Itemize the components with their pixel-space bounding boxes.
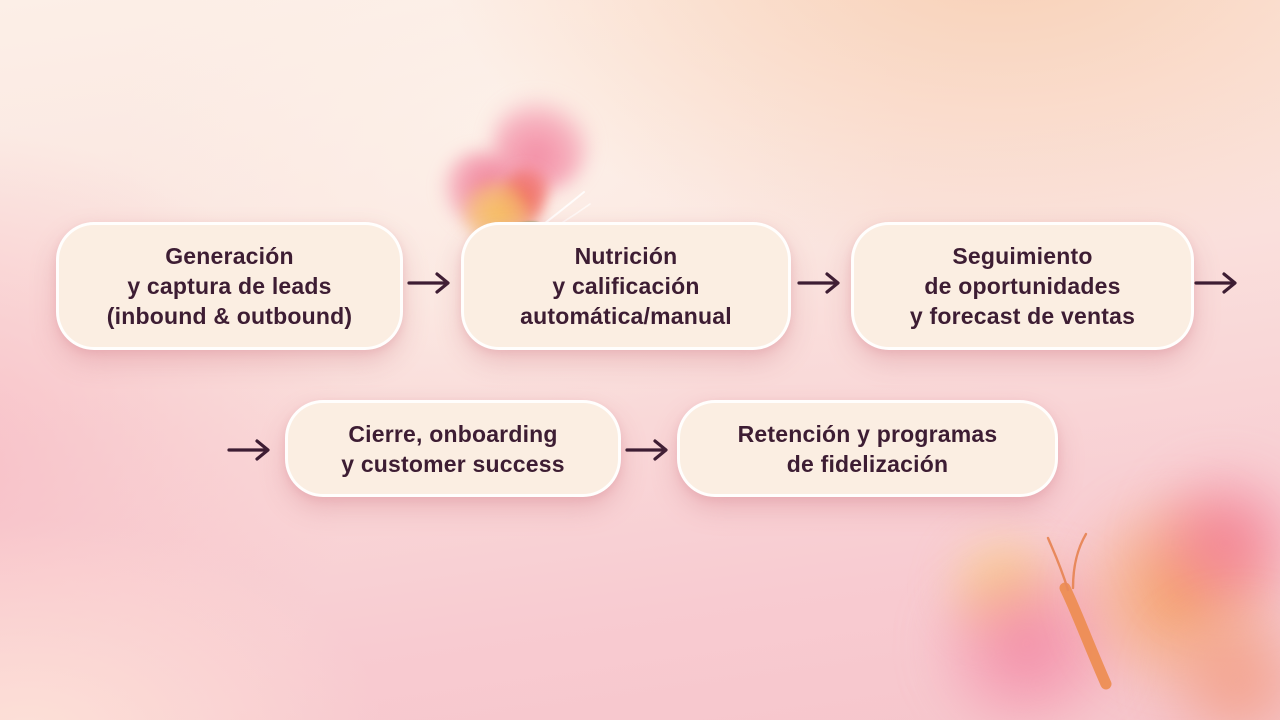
butterfly-bottom-icon — [893, 463, 1280, 720]
butterfly-wing-shape — [440, 151, 520, 229]
butterfly-body-shape — [1046, 532, 1112, 690]
flow-step-text-line: y forecast de ventas — [909, 303, 1136, 329]
flow-step-text-line: y customer success — [341, 450, 565, 477]
butterfly-wing-shape — [934, 530, 1074, 648]
flow-step-opportunity-tracking: Seguimiento de oportunidades y forecast … — [851, 222, 1194, 350]
flow-step-text-line: y calificación — [552, 273, 700, 299]
arrow-right-icon — [625, 437, 673, 463]
butterfly-wing-shape — [1145, 613, 1280, 720]
flow-step-text-line: de fidelización — [786, 450, 949, 477]
butterfly-wing-shape — [893, 536, 1162, 720]
flow-step-text-line: Retención y programas — [737, 420, 998, 447]
flow-step-text-line: (inbound & outbound) — [106, 303, 353, 329]
flow-step-lead-generation: Generación y captura de leads (inbound &… — [56, 222, 403, 350]
flow-step-text-line: Nutrición — [574, 243, 678, 269]
butterfly-wing-shape — [492, 93, 590, 191]
arrow-right-icon — [797, 270, 845, 296]
flow-step-text-line: de oportunidades — [924, 273, 1121, 299]
butterfly-wing-shape — [1140, 463, 1280, 623]
flow-step-text-line: automática/manual — [520, 303, 732, 329]
flow-step-text-line: Seguimiento — [952, 243, 1093, 269]
flow-step-retention-loyalty: Retención y programas de fidelización — [677, 400, 1058, 497]
flow-step-text-line: Cierre, onboarding — [348, 420, 558, 447]
arrow-right-icon — [227, 437, 275, 463]
arrow-right-icon — [407, 270, 455, 296]
flow-step-text-line: Generación — [165, 243, 294, 269]
flow-step-text-line: y captura de leads — [127, 273, 332, 299]
arrow-right-icon — [1194, 270, 1242, 296]
flow-step-nurturing-qualification: Nutrición y calificación automática/manu… — [461, 222, 791, 350]
flow-step-closing-onboarding: Cierre, onboarding y customer success — [285, 400, 621, 497]
butterfly-wing-shape — [1070, 488, 1280, 698]
